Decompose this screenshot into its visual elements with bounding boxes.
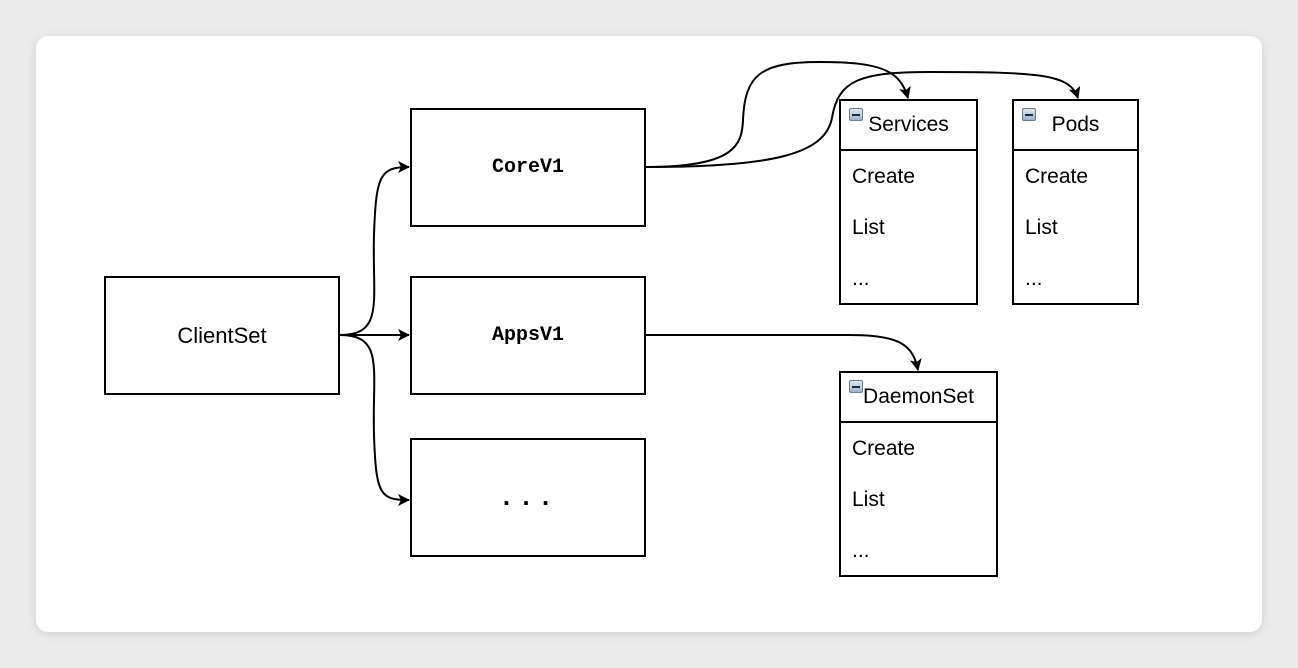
pods-member-more: ... — [1025, 267, 1043, 290]
daemonset-member-create: Create — [852, 437, 916, 460]
corev1-node: CoreV1 — [410, 108, 646, 227]
daemonset-member-list: List — [852, 488, 885, 511]
daemonset-member-more: ... — [852, 539, 870, 562]
collapse-icon[interactable] — [1022, 108, 1036, 121]
services-member-list: List — [852, 216, 885, 239]
pods-member-create: Create — [1025, 165, 1089, 188]
pods-class: Pods Create List ... — [1012, 99, 1139, 305]
pods-header: Pods — [1014, 101, 1137, 151]
daemonset-header: DaemonSet — [841, 373, 996, 423]
daemonset-title: DaemonSet — [863, 385, 974, 408]
services-member-create: Create — [852, 165, 916, 188]
more-groups-label: ... — [498, 482, 558, 513]
daemonset-class: DaemonSet Create List ... — [839, 371, 998, 577]
collapse-icon[interactable] — [849, 380, 863, 393]
services-class: Services Create List ... — [839, 99, 978, 305]
corev1-label: CoreV1 — [491, 156, 564, 179]
collapse-icon[interactable] — [849, 108, 863, 121]
services-member-more: ... — [852, 267, 870, 290]
clientset-node: ClientSet — [104, 276, 340, 395]
clientset-label: ClientSet — [177, 322, 267, 348]
more-groups-node: ... — [410, 438, 646, 557]
pods-title: Pods — [1051, 113, 1100, 136]
services-header: Services — [841, 101, 976, 151]
pods-member-list: List — [1025, 216, 1058, 239]
services-title: Services — [868, 113, 949, 136]
appsv1-node: AppsV1 — [410, 276, 646, 395]
appsv1-label: AppsV1 — [491, 324, 564, 347]
